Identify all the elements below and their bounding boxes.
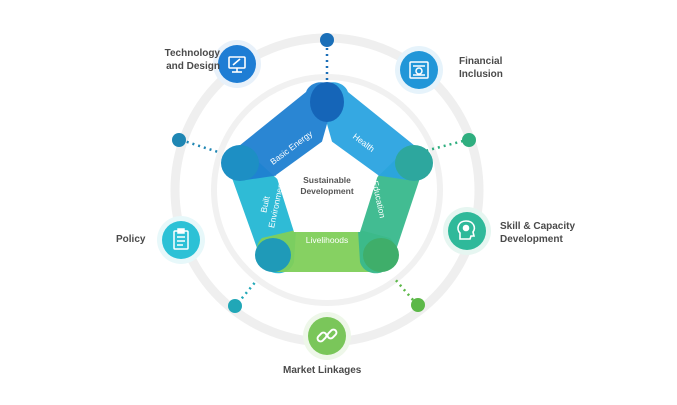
petal-joint-right bbox=[395, 145, 433, 181]
petal-star bbox=[221, 82, 433, 274]
label-skill-capacity: Skill & Capacity Development bbox=[500, 220, 575, 246]
link-icon bbox=[316, 328, 338, 343]
label-financial-inclusion-line1: Financial bbox=[459, 56, 503, 67]
petal-joint-left bbox=[221, 145, 259, 181]
connector-dot-upper-left bbox=[172, 133, 186, 147]
petal-joint-bottom-right bbox=[363, 238, 399, 272]
label-market-linkages-line1: Market Linkages bbox=[283, 365, 362, 376]
pillar-technology-design bbox=[213, 40, 261, 88]
clipboard-icon bbox=[173, 228, 189, 250]
label-skill-capacity-line2: Development bbox=[500, 234, 563, 245]
connector-lower-left bbox=[237, 279, 258, 304]
center-area bbox=[276, 138, 378, 232]
connector-dot-upper-right bbox=[462, 133, 476, 147]
connector-lower-right bbox=[393, 277, 414, 301]
label-policy-line1: Policy bbox=[116, 234, 146, 245]
pillar-policy bbox=[157, 216, 205, 264]
petal-joint-top bbox=[310, 82, 344, 122]
label-technology-design: Technology and Design bbox=[136, 47, 220, 73]
petal-joint-bottom-left bbox=[255, 238, 291, 272]
label-technology-design-line2: and Design bbox=[166, 61, 220, 72]
center-title-line1: Sustainable bbox=[303, 175, 351, 185]
label-market-linkages: Market Linkages bbox=[283, 364, 361, 377]
pillar-financial-inclusion bbox=[395, 46, 443, 94]
petal-label-livelihoods: Livelihoods bbox=[306, 235, 349, 245]
label-financial-inclusion-line2: Inclusion bbox=[459, 69, 503, 80]
petal-label-built: Built bbox=[258, 195, 271, 214]
label-policy: Policy bbox=[116, 233, 145, 246]
connector-dot-top bbox=[320, 33, 334, 47]
connector-upper-left bbox=[180, 138, 219, 154]
pillar-market-linkages bbox=[303, 312, 351, 360]
connector-upper-right bbox=[424, 139, 464, 153]
head-gear-icon bbox=[457, 220, 476, 240]
label-skill-capacity-line1: Skill & Capacity bbox=[500, 221, 576, 232]
monitor-icon bbox=[228, 56, 246, 73]
cash-icon bbox=[409, 61, 429, 79]
label-technology-design-line1: Technology bbox=[164, 48, 220, 59]
connector-dot-lower-left bbox=[228, 299, 242, 313]
label-financial-inclusion: Financial Inclusion bbox=[459, 55, 503, 81]
connector-dot-lower-right bbox=[411, 298, 425, 312]
inner-ring bbox=[211, 74, 443, 306]
center-title-line2: Development bbox=[300, 186, 354, 196]
pillar-skill-capacity bbox=[443, 207, 491, 255]
